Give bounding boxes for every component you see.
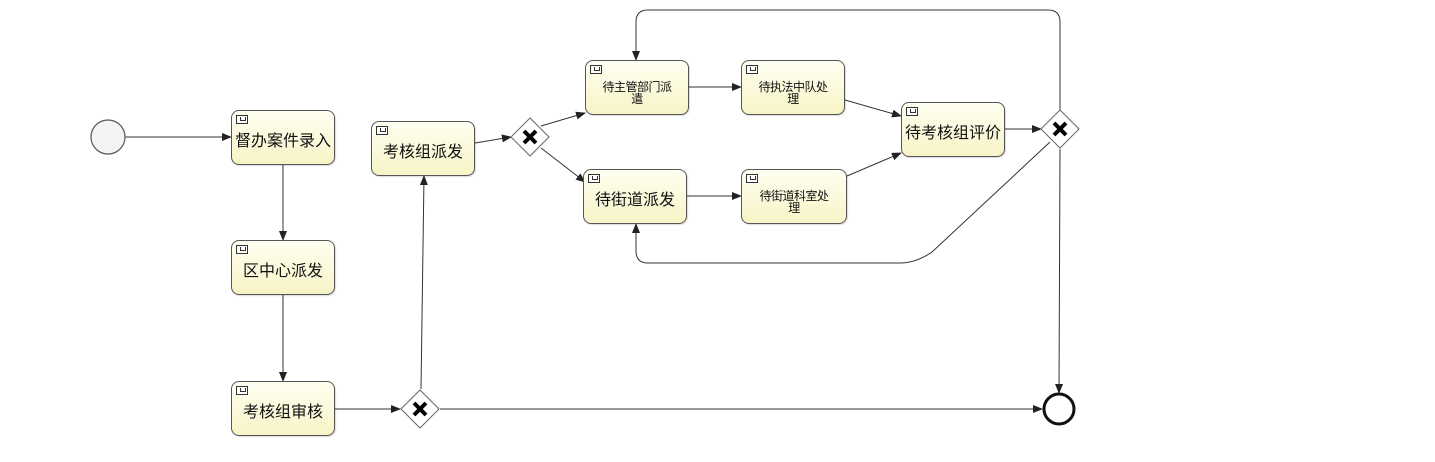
user-task-icon [746, 65, 758, 74]
start-event [90, 119, 126, 155]
flow-gateway-loop-to-street [632, 141, 1051, 264]
flow-gateway-loop-to-dept [632, 9, 1061, 110]
task-squad-handle[interactable]: 待执法中队处理 [741, 60, 845, 115]
task-label: 待考核组评价 [905, 122, 1002, 142]
task-label: 待主管部门派遣 [602, 79, 672, 106]
exclusive-gateway-x-icon [522, 129, 538, 145]
user-task-icon [746, 174, 758, 183]
task-district-dispatch[interactable]: 区中心派发 [231, 240, 335, 295]
flow-gateway-to-dispatch [419, 175, 428, 390]
task-label: 待街道派发 [594, 189, 675, 209]
task-label: 待执法中队处理 [758, 79, 828, 106]
user-task-icon [236, 245, 248, 254]
gateway-2 [510, 117, 550, 157]
user-task-icon [588, 174, 600, 183]
flow-gateway-to-end-2 [1055, 148, 1064, 394]
task-case-entry[interactable]: 督办案件录入 [231, 110, 335, 165]
task-evaluate[interactable]: 待考核组评价 [901, 102, 1005, 157]
exclusive-gateway-x-icon [412, 401, 428, 417]
task-label: 待街道科室处理 [759, 188, 829, 215]
task-label: 督办案件录入 [235, 130, 332, 150]
task-label: 考核组派发 [382, 141, 463, 161]
gateway-3 [1040, 109, 1080, 149]
user-task-icon [590, 65, 602, 74]
user-task-icon [376, 126, 388, 135]
flow-squad-to-evaluate [844, 99, 902, 118]
task-assess-dispatch[interactable]: 考核组派发 [371, 121, 475, 176]
gateway-1 [400, 389, 440, 429]
task-label: 区中心派发 [242, 260, 323, 280]
user-task-icon [236, 386, 248, 395]
flow-dispatch-to-gateway [474, 134, 512, 144]
task-review[interactable]: 考核组审核 [231, 381, 335, 436]
flow-office-to-evaluate [846, 152, 902, 177]
end-event [1042, 392, 1076, 426]
task-dept-assign[interactable]: 待主管部门派遣 [585, 60, 689, 115]
task-office-handle[interactable]: 待街道科室处理 [741, 169, 847, 224]
task-street-dispatch[interactable]: 待街道派发 [583, 169, 687, 224]
user-task-icon [906, 107, 918, 116]
exclusive-gateway-x-icon [1052, 121, 1068, 137]
task-label: 考核组审核 [242, 401, 323, 421]
flow-gateway-to-street [540, 147, 586, 183]
user-task-icon [236, 115, 248, 124]
flow-gateway-to-dept [540, 111, 586, 127]
